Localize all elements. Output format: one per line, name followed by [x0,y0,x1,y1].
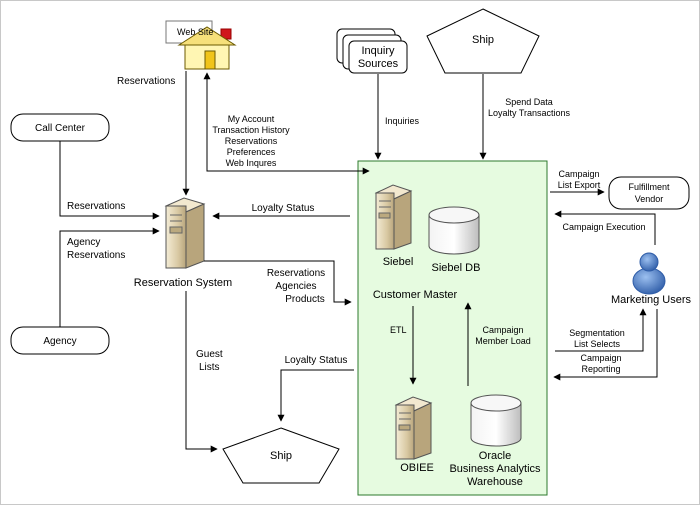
edge-label-reservations-cc: Reservations [67,201,125,212]
edge-res-to-siebel [204,260,352,306]
edge-label-spend-2: Loyalty Transactions [488,108,571,118]
fulfillment-vendor-node: Fulfillment Vendor [608,176,690,210]
user-icon [632,252,666,295]
edge-label-reservations-web: Reservations [117,76,175,87]
edge-label-res-2: Agencies [275,281,316,292]
edge-label-cr-2: Reporting [581,364,620,374]
edge-call-center [59,141,160,220]
call-center-node: Call Center [10,113,110,142]
edge-label-cml-2: Member Load [475,336,531,346]
edge-label-web-3: Reservations [225,136,278,146]
edge-label-etl: ETL [390,325,407,335]
ship-top-node: Ship [426,8,540,74]
siebel-node: Siebel [374,184,414,268]
server-icon [394,396,433,460]
reservation-system-label: Reservation System [134,277,232,289]
warehouse-node: Oracle Business Analytics Warehouse [449,394,541,488]
edge-campaign-execution [554,210,656,245]
edge-label-res-1: Reservations [267,268,325,279]
edge-segmentation [555,308,647,352]
ship-bottom-label: Ship [270,450,292,462]
agency-label: Agency [43,336,76,347]
edge-label-seg-2: List Selects [574,339,621,349]
website-node: Web Site [165,20,237,70]
siebel-label: Siebel [383,256,414,268]
warehouse-label-2: Business Analytics [449,463,541,475]
siebel-db-label: Siebel DB [432,262,481,274]
edge-label-loyalty-bottom: Loyalty Status [285,355,348,366]
fulfillment-vendor-label-1: Fulfillment [628,182,670,192]
edge-label-web-5: Web Inqures [226,158,277,168]
edge-label-guest-1: Guest [196,349,223,360]
warehouse-label-1: Oracle [479,450,511,462]
ship-top-label: Ship [472,34,494,46]
edge-label-cle-1: Campaign [558,169,599,179]
edge-label-campaign-execution: Campaign Execution [562,222,645,232]
obiee-node: OBIEE [394,396,434,474]
edge-label-seg-1: Segmentation [569,328,625,338]
edge-agency [59,227,160,327]
edge-label-spend-1: Spend Data [505,97,553,107]
edge-label-loyalty-top: Loyalty Status [252,203,315,214]
edge-label-guest-2: Lists [199,362,220,373]
database-icon [470,394,522,447]
server-icon [164,197,206,269]
edge-label-cle-2: List Export [558,180,601,190]
house-icon [165,20,237,70]
edge-campaign-reporting [553,309,658,381]
edge-label-web-4: Preferences [227,147,276,157]
edge-label-cml-1: Campaign [482,325,523,335]
ship-bottom-node: Ship [222,427,340,484]
reservation-system-node: Reservation System [134,197,232,289]
edge-label-cr-1: Campaign [580,353,621,363]
edge-label-inquiries: Inquiries [385,116,420,126]
customer-master-label: Customer Master [373,289,458,301]
obiee-label: OBIEE [400,462,434,474]
edge-guest-lists [185,291,218,453]
inquiry-sources-label-1: Inquiry [361,45,395,57]
fulfillment-vendor-label-2: Vendor [635,194,664,204]
call-center-label: Call Center [35,123,86,134]
edge-loyalty-bottom [277,369,354,422]
marketing-users-label: Marketing Users [611,294,692,306]
siebel-db-node: Siebel DB [428,206,481,274]
edge-label-res-3: Products [285,294,324,305]
inquiry-sources-node: Inquiry Sources [336,28,408,74]
edge-web-to-siebel [203,72,370,175]
edge-label-web-1: My Account [228,114,275,124]
marketing-users-node: Marketing Users [611,252,692,306]
server-icon [374,184,413,250]
agency-node: Agency [10,326,110,355]
warehouse-label-3: Warehouse [467,476,523,488]
website-label: Web Site [177,27,213,37]
edge-label-web-2: Transaction History [212,125,290,135]
edge-label-agency-2: Reservations [67,250,125,261]
inquiry-sources-label-2: Sources [358,58,399,70]
database-icon [428,206,480,255]
edge-label-agency-1: Agency [67,237,100,248]
